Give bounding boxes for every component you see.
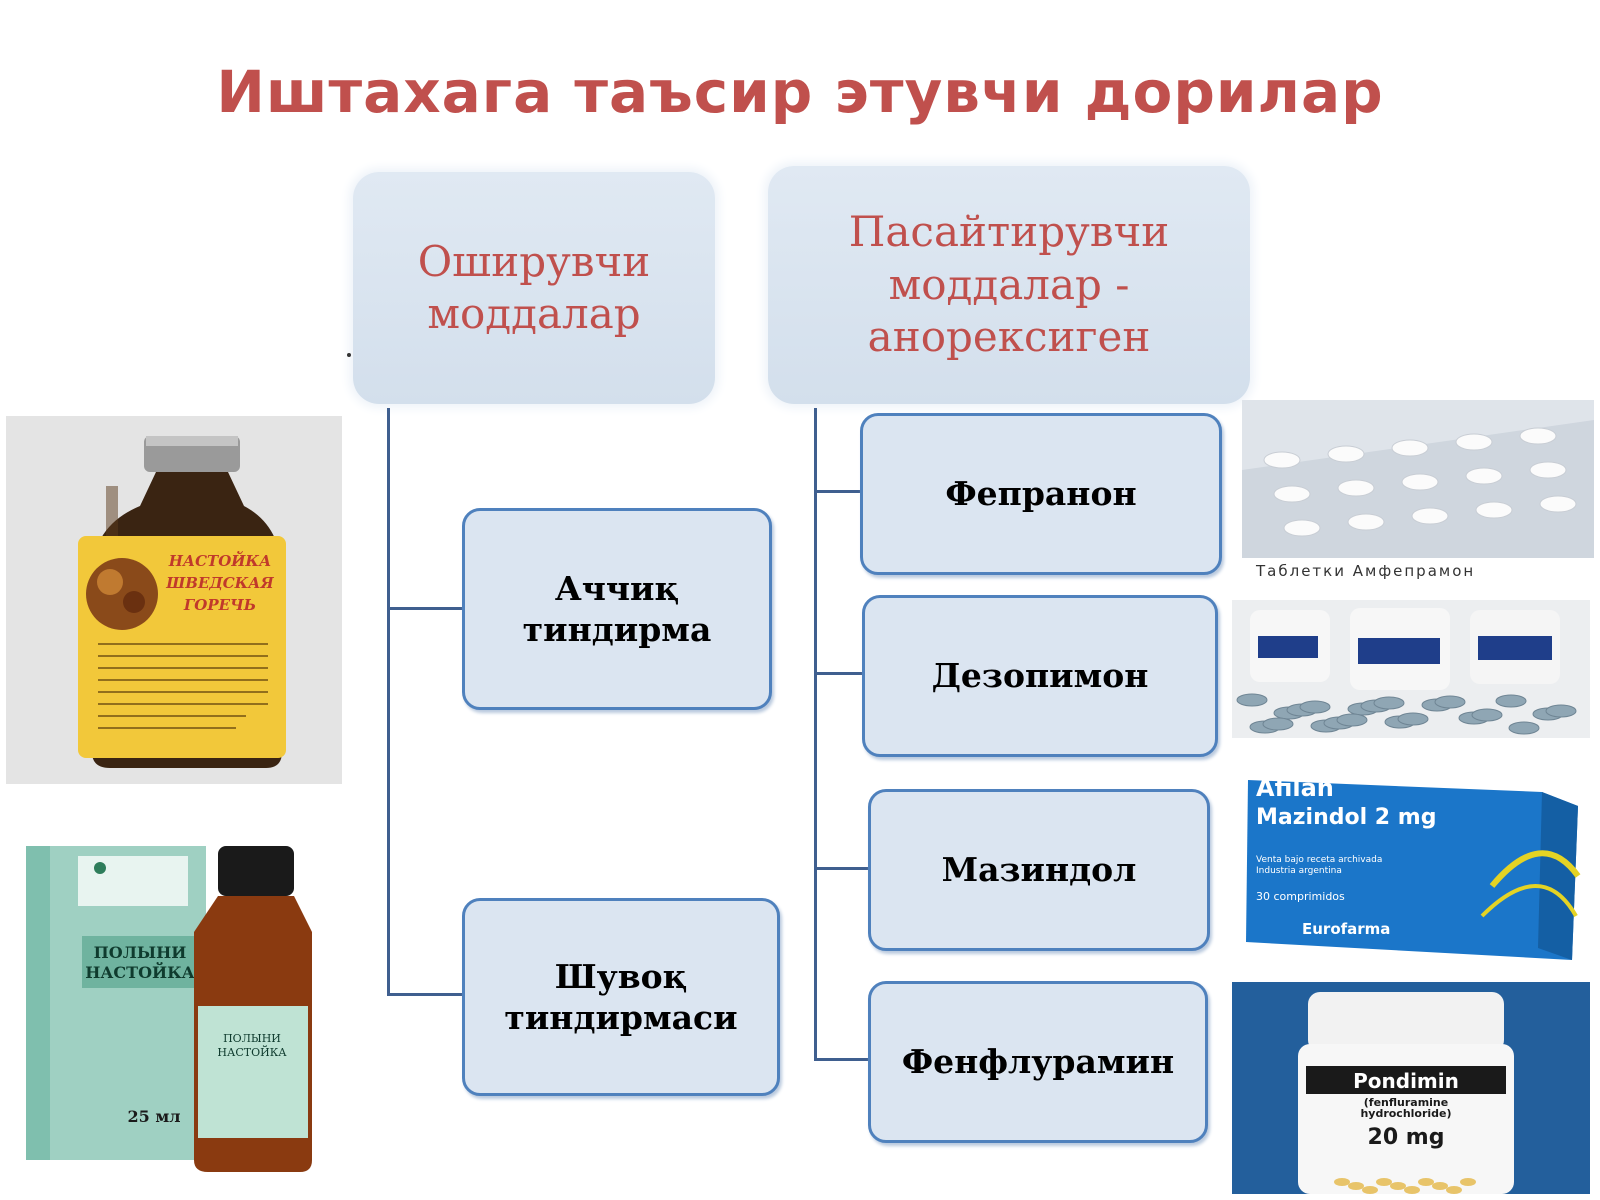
- connector-branch-left-2: [387, 993, 463, 996]
- tablet-shape: [1373, 696, 1405, 710]
- item-label-dezopimon: Дезопимон: [931, 656, 1149, 696]
- item-box-dezopimon: Дезопимон: [862, 595, 1218, 757]
- tablet-shape: [1390, 1182, 1406, 1190]
- tablet-shape: [1391, 439, 1429, 457]
- tablet-shape: [1273, 485, 1311, 503]
- connector-trunk-left: [387, 408, 390, 996]
- pondimin-brand: Pondimin: [1353, 1069, 1459, 1093]
- photo-pill-jars: [1232, 600, 1590, 738]
- tablet-shape: [1401, 473, 1439, 491]
- connector-branch-right-2: [814, 672, 864, 675]
- tablet-shape: [1263, 451, 1301, 469]
- tablet-shape: [1465, 467, 1503, 485]
- item-box-fenfluramin: Фенфлурамин: [868, 981, 1208, 1143]
- tablet-shape: [1347, 513, 1385, 531]
- header-box-decreasing: Пасайтирувчи моддалар - анорексиген: [768, 166, 1250, 404]
- tablet-shape: [1397, 712, 1429, 726]
- afilan-drug: Mazindol 2 mg: [1256, 805, 1436, 830]
- connector-branch-right-4: [814, 1058, 869, 1061]
- tablet-shape: [1327, 445, 1365, 463]
- tablet-shape: [1529, 461, 1567, 479]
- tablets-caption: Таблетки Амфепрамон: [1256, 562, 1476, 580]
- tablet-shape: [1362, 1186, 1378, 1194]
- afilan-brand: Afilan: [1256, 774, 1334, 802]
- item-box-fepranon: Фепранон: [860, 413, 1222, 575]
- connector-branch-right-3: [814, 867, 869, 870]
- tablet-shape: [1434, 695, 1466, 709]
- connector-trunk-right: [814, 408, 817, 1061]
- item-box-achchiq: Аччиқ тиндирма: [462, 508, 772, 710]
- item-label-mazindol: Мазиндол: [941, 850, 1137, 890]
- tablet-shape: [1432, 1182, 1448, 1190]
- tablet-shape: [1299, 700, 1331, 714]
- tablet-shape: [1283, 519, 1321, 537]
- item-label-achchiq: Аччиқ тиндирма: [522, 568, 712, 649]
- tablet-shape: [1411, 507, 1449, 525]
- tablet-shape: [1348, 1182, 1364, 1190]
- tablet-shape: [1508, 721, 1540, 735]
- page-title: Иштахага таъсир этувчи дорилар: [216, 58, 1384, 126]
- photo-tablets-blister: [1242, 400, 1594, 558]
- tablet-shape: [1262, 717, 1294, 731]
- header-box-increasing: Оширувчи моддалар: [353, 172, 715, 404]
- header-label-increasing: Оширувчи моддалар: [417, 236, 651, 339]
- stray-dot: [347, 353, 351, 357]
- item-label-shuvoq: Шувоқ тиндирмаси: [504, 956, 738, 1037]
- tablet-shape: [1519, 427, 1557, 445]
- tablet-shape: [1336, 713, 1368, 727]
- connector-branch-right-1: [814, 490, 861, 493]
- tablet-shape: [1471, 708, 1503, 722]
- tablet-shape: [1446, 1186, 1462, 1194]
- item-label-fepranon: Фепранон: [945, 474, 1137, 514]
- afilan-count: 30 comprimidos: [1256, 890, 1345, 903]
- tablet-shape: [1455, 433, 1493, 451]
- connector-branch-left-1: [387, 607, 463, 610]
- tablet-shape: [1404, 1186, 1420, 1194]
- item-box-shuvoq: Шувоқ тиндирмаси: [462, 898, 780, 1096]
- item-label-fenfluramin: Фенфлурамин: [901, 1042, 1175, 1082]
- tablet-shape: [1495, 694, 1527, 708]
- tablet-shape: [1545, 704, 1577, 718]
- tablet-shape: [1475, 501, 1513, 519]
- tablet-shape: [1337, 479, 1375, 497]
- tablet-shape: [1418, 1178, 1434, 1186]
- tablet-shape: [1376, 1178, 1392, 1186]
- tablet-shape: [1236, 693, 1268, 707]
- afilan-box-image: Afilan Mazindol 2 mg Venta bajo receta a…: [1246, 774, 1581, 960]
- tablet-shape: [1334, 1178, 1350, 1186]
- tablet-shape: [1460, 1178, 1476, 1186]
- tablet-shape: [1539, 495, 1577, 513]
- pill-jars-image: [1232, 600, 1590, 738]
- polyn-volume: 25 мл: [127, 1107, 180, 1126]
- photo-afilan-box: Afilan Mazindol 2 mg Venta bajo receta a…: [1242, 766, 1582, 960]
- header-label-decreasing: Пасайтирувчи моддалар - анорексиген: [848, 207, 1170, 362]
- afilan-maker: Eurofarma: [1302, 920, 1390, 938]
- tablets-blister-image: [1242, 400, 1594, 558]
- pondimin-dose: 20 mg: [1368, 1125, 1445, 1150]
- item-box-mazindol: Мазиндол: [868, 789, 1210, 951]
